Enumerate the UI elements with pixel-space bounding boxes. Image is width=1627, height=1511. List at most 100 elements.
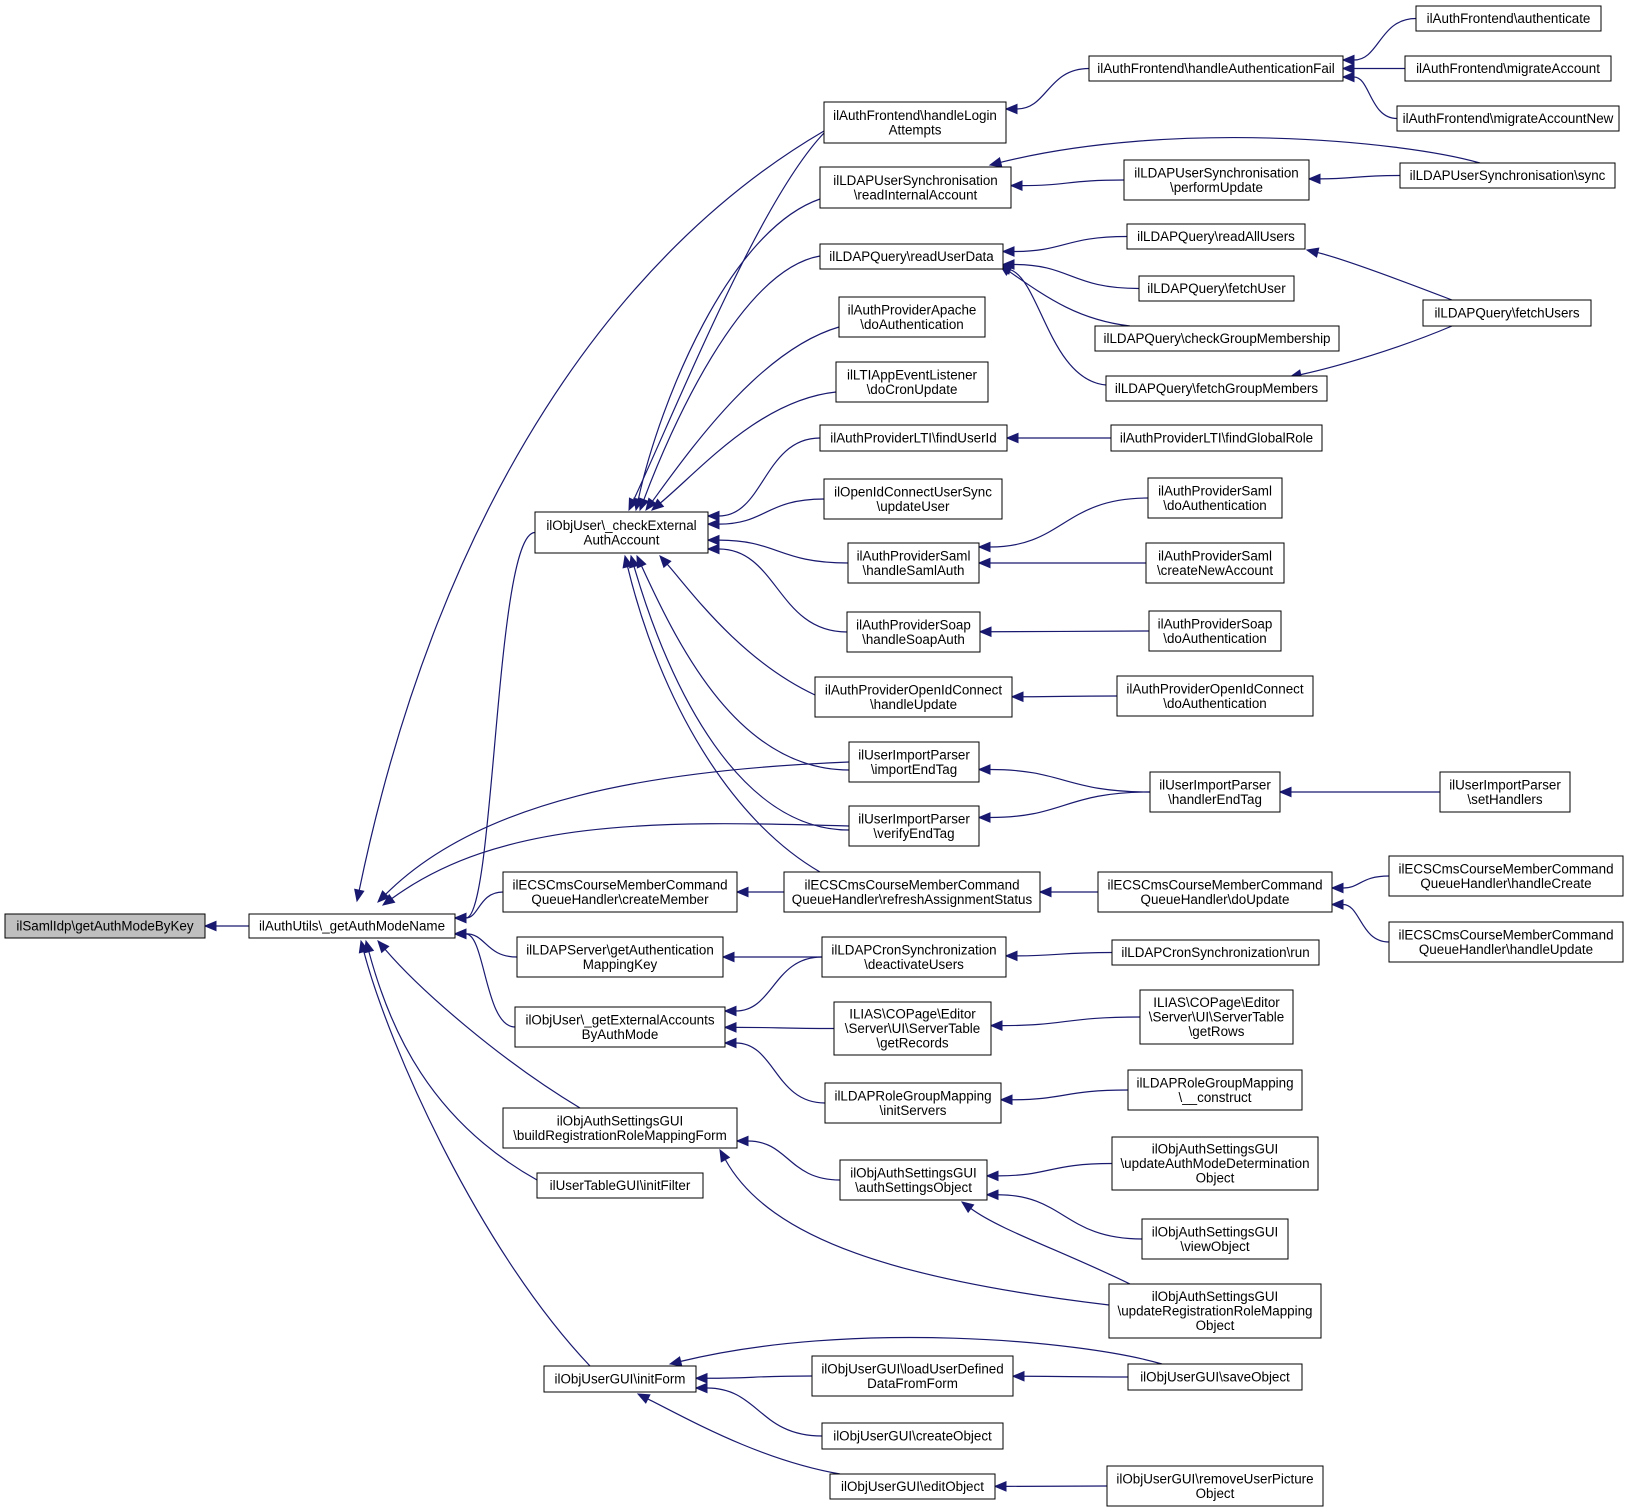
- node-label: QueueHandler\handleUpdate: [1419, 942, 1593, 957]
- node-getAuthModeName[interactable]: ilAuthUtils\_getAuthModeName: [248, 913, 456, 939]
- node-ecsHandleUpdate[interactable]: ilECSCmsCourseMemberCommandQueueHandler\…: [1388, 921, 1624, 963]
- node-samlCreate[interactable]: ilAuthProviderSaml\createNewAccount: [1145, 542, 1285, 584]
- node-findUserId[interactable]: ilAuthProviderLTI\findUserId: [819, 424, 1008, 452]
- node-updateAuthModeDet[interactable]: ilObjAuthSettingsGUI\updateAuthModeDeter…: [1111, 1136, 1319, 1191]
- node-root[interactable]: ilSamlIdp\getAuthModeByKey: [4, 913, 206, 939]
- edge-line: [641, 565, 850, 771]
- node-fetchUsers[interactable]: ilLDAPQuery\fetchUsers: [1422, 299, 1592, 327]
- node-box: [1141, 1218, 1289, 1260]
- node-buildRegForm[interactable]: ilObjAuthSettingsGUI\buildRegistrationRo…: [502, 1107, 738, 1149]
- edge-ecsRefresh-to-checkExternal: [622, 554, 821, 873]
- edge-line: [1353, 76, 1398, 120]
- node-box: [823, 478, 1003, 520]
- node-ecsCreateMember[interactable]: ilECSCmsCourseMemberCommandQueueHandler\…: [502, 871, 738, 913]
- node-handleAuthFail[interactable]: ilAuthFrontend\handleAuthenticationFail: [1088, 55, 1344, 82]
- node-setHandlers[interactable]: ilUserImportParser\setHandlers: [1439, 771, 1571, 813]
- edge-updateRegRoleMap-to-buildRegForm: [719, 1148, 1110, 1306]
- edge-readInternal-to-checkExternal: [633, 198, 821, 512]
- node-ecsRefresh[interactable]: ilECSCmsCourseMemberCommandQueueHandler\…: [783, 871, 1041, 913]
- node-apacheAuth[interactable]: ilAuthProviderApache\doAuthentication: [838, 296, 986, 338]
- node-fetchGroupMembers[interactable]: ilLDAPQuery\fetchGroupMembers: [1105, 375, 1328, 402]
- edge-oidcSync-to-checkExternal: [706, 498, 825, 530]
- node-label: Attempts: [889, 122, 942, 137]
- node-samlHandle[interactable]: ilAuthProviderSaml\handleSamlAuth: [847, 542, 980, 584]
- node-authenticate[interactable]: ilAuthFrontend\authenticate: [1415, 5, 1602, 32]
- node-readUserData[interactable]: ilLDAPQuery\readUserData: [819, 243, 1004, 270]
- node-box: [1105, 375, 1328, 402]
- node-soapDoAuth[interactable]: ilAuthProviderSoap\doAuthentication: [1148, 610, 1282, 652]
- edge-findGlobalRole-to-findUserId: [1005, 432, 1112, 444]
- node-label: ilAuthProviderOpenIdConnect: [1126, 681, 1303, 696]
- edge-line: [1023, 1375, 1129, 1378]
- node-handlerEndTag[interactable]: ilUserImportParser\handlerEndTag: [1149, 771, 1281, 813]
- node-samlDoAuth[interactable]: ilAuthProviderSaml\doAuthentication: [1147, 477, 1283, 519]
- node-box: [1148, 610, 1282, 652]
- node-authSettingsObject[interactable]: ilObjAuthSettingsGUI\authSettingsObject: [839, 1159, 988, 1201]
- node-ecsDoUpdate[interactable]: ilECSCmsCourseMemberCommandQueueHandler\…: [1097, 871, 1333, 913]
- node-createObject[interactable]: ilObjUserGUI\createObject: [821, 1422, 1004, 1450]
- edge-samlHandle-to-checkExternal: [706, 534, 849, 564]
- node-soapHandle[interactable]: ilAuthProviderSoap\handleSoapAuth: [846, 611, 981, 653]
- node-cronRun[interactable]: ilLDAPCronSynchronization\run: [1111, 939, 1320, 966]
- node-viewObject[interactable]: ilObjAuthSettingsGUI\viewObject: [1141, 1218, 1289, 1260]
- node-editObject[interactable]: ilObjUserGUI\editObject: [829, 1473, 996, 1500]
- node-box: [821, 936, 1007, 978]
- node-initForm[interactable]: ilObjUserGUI\initForm: [543, 1365, 697, 1393]
- edge-line: [465, 933, 516, 1028]
- edge-updateAuthModeDet-to-authSettingsObject: [985, 1162, 1113, 1182]
- node-readInternal[interactable]: ilLDAPUserSynchronisation\readInternalAc…: [819, 166, 1012, 209]
- edge-readAllUsers-to-readUserData: [1001, 235, 1128, 257]
- edge-line: [637, 198, 821, 500]
- node-box: [838, 296, 986, 338]
- arrowhead-icon: [977, 557, 991, 569]
- node-roleConstruct[interactable]: ilLDAPRoleGroupMapping\__construct: [1127, 1069, 1303, 1111]
- node-migrateAccountNew[interactable]: ilAuthFrontend\migrateAccountNew: [1396, 105, 1620, 132]
- node-findGlobalRole[interactable]: ilAuthProviderLTI\findGlobalRole: [1110, 424, 1323, 452]
- node-roleInitServers[interactable]: ilLDAPRoleGroupMapping\initServers: [824, 1082, 1002, 1124]
- edge-line: [1016, 67, 1090, 110]
- node-ltiCron[interactable]: ilLTIAppEventListener\doCronUpdate: [835, 361, 989, 403]
- node-box: [823, 101, 1007, 144]
- node-label: ilECSCmsCourseMemberCommand: [512, 877, 727, 892]
- node-checkGroupMembership[interactable]: ilLDAPQuery\checkGroupMembership: [1094, 325, 1340, 352]
- arrowhead-icon: [735, 886, 749, 898]
- node-cronDeactivate[interactable]: ilLDAPCronSynchronization\deactivateUser…: [821, 936, 1007, 978]
- node-userTableFilter[interactable]: ilUserTableGUI\initFilter: [536, 1172, 704, 1199]
- arrowhead-icon: [1341, 63, 1355, 74]
- node-saveObject[interactable]: ilObjUserGUI\saveObject: [1127, 1363, 1303, 1391]
- node-getRows[interactable]: ILIAS\COPage\Editor\Server\UI\ServerTabl…: [1139, 989, 1294, 1045]
- node-oidcSync[interactable]: ilOpenIdConnectUserSync\updateUser: [823, 478, 1003, 520]
- node-fetchUser[interactable]: ilLDAPQuery\fetchUser: [1138, 275, 1295, 302]
- node-box: [248, 913, 456, 939]
- node-box: [502, 871, 738, 913]
- node-sync[interactable]: ilLDAPUserSynchronisation\sync: [1399, 162, 1616, 189]
- node-updateRegRoleMap[interactable]: ilObjAuthSettingsGUI\updateRegistrationR…: [1108, 1283, 1322, 1339]
- node-verifyEndTag[interactable]: ilUserImportParser\verifyEndTag: [848, 805, 980, 847]
- node-box: [1106, 1465, 1324, 1507]
- node-importEndTag[interactable]: ilUserImportParser\importEndTag: [848, 741, 980, 783]
- node-readAllUsers[interactable]: ilLDAPQuery\readAllUsers: [1126, 223, 1306, 250]
- edge-createObject-to-initForm: [694, 1382, 823, 1437]
- edge-line: [990, 630, 1150, 633]
- edge-handlerEndTag-to-verifyEndTag: [977, 791, 1151, 823]
- node-getRecords[interactable]: ILIAS\COPage\Editor\Server\UI\ServerTabl…: [833, 1001, 992, 1056]
- arrowhead-icon: [719, 1148, 731, 1163]
- edge-cronRun-to-cronDeactivate: [1004, 950, 1113, 962]
- node-oidcHandle[interactable]: ilAuthProviderOpenIdConnect\handleUpdate: [814, 676, 1013, 718]
- node-label: Object: [1196, 1171, 1235, 1186]
- edge-line: [391, 823, 850, 900]
- edge-viewObject-to-authSettingsObject: [985, 1189, 1143, 1240]
- node-oidcDoAuth[interactable]: ilAuthProviderOpenIdConnect\doAuthentica…: [1116, 675, 1314, 717]
- node-ecsHandleCreate[interactable]: ilECSCmsCourseMemberCommandQueueHandler\…: [1388, 855, 1624, 897]
- arrowhead-icon: [636, 554, 647, 569]
- node-migrateAccount[interactable]: ilAuthFrontend\migrateAccount: [1404, 55, 1612, 82]
- node-label: ilUserImportParser: [1449, 777, 1561, 792]
- node-performUpdate[interactable]: ilLDAPUserSynchronisation\performUpdate: [1123, 159, 1310, 201]
- arrowhead-icon: [999, 1094, 1013, 1106]
